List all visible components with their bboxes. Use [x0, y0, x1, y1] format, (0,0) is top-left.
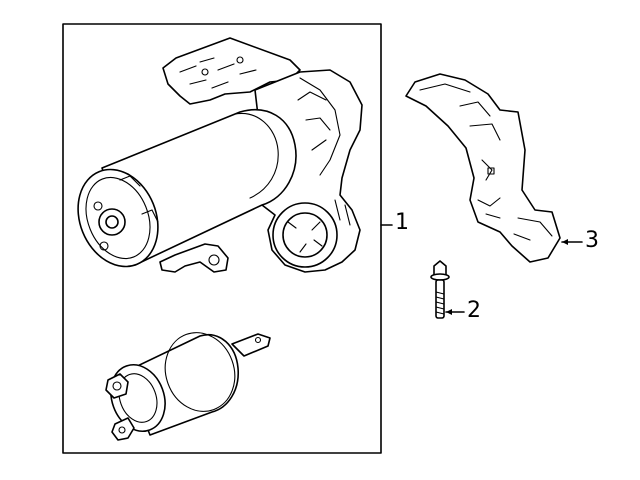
arrowhead-3: [562, 239, 568, 245]
bracket-drawing: [405, 73, 561, 263]
arrowhead-2: [446, 309, 452, 315]
callout-2: 2: [467, 298, 481, 323]
callout-1: 1: [395, 210, 409, 235]
starter-motor-drawing: [77, 37, 363, 273]
bolt-drawing: [430, 260, 450, 319]
callout-3: 3: [585, 228, 599, 253]
assembly-frame: [62, 23, 382, 454]
solenoid-drawing: [105, 332, 271, 441]
